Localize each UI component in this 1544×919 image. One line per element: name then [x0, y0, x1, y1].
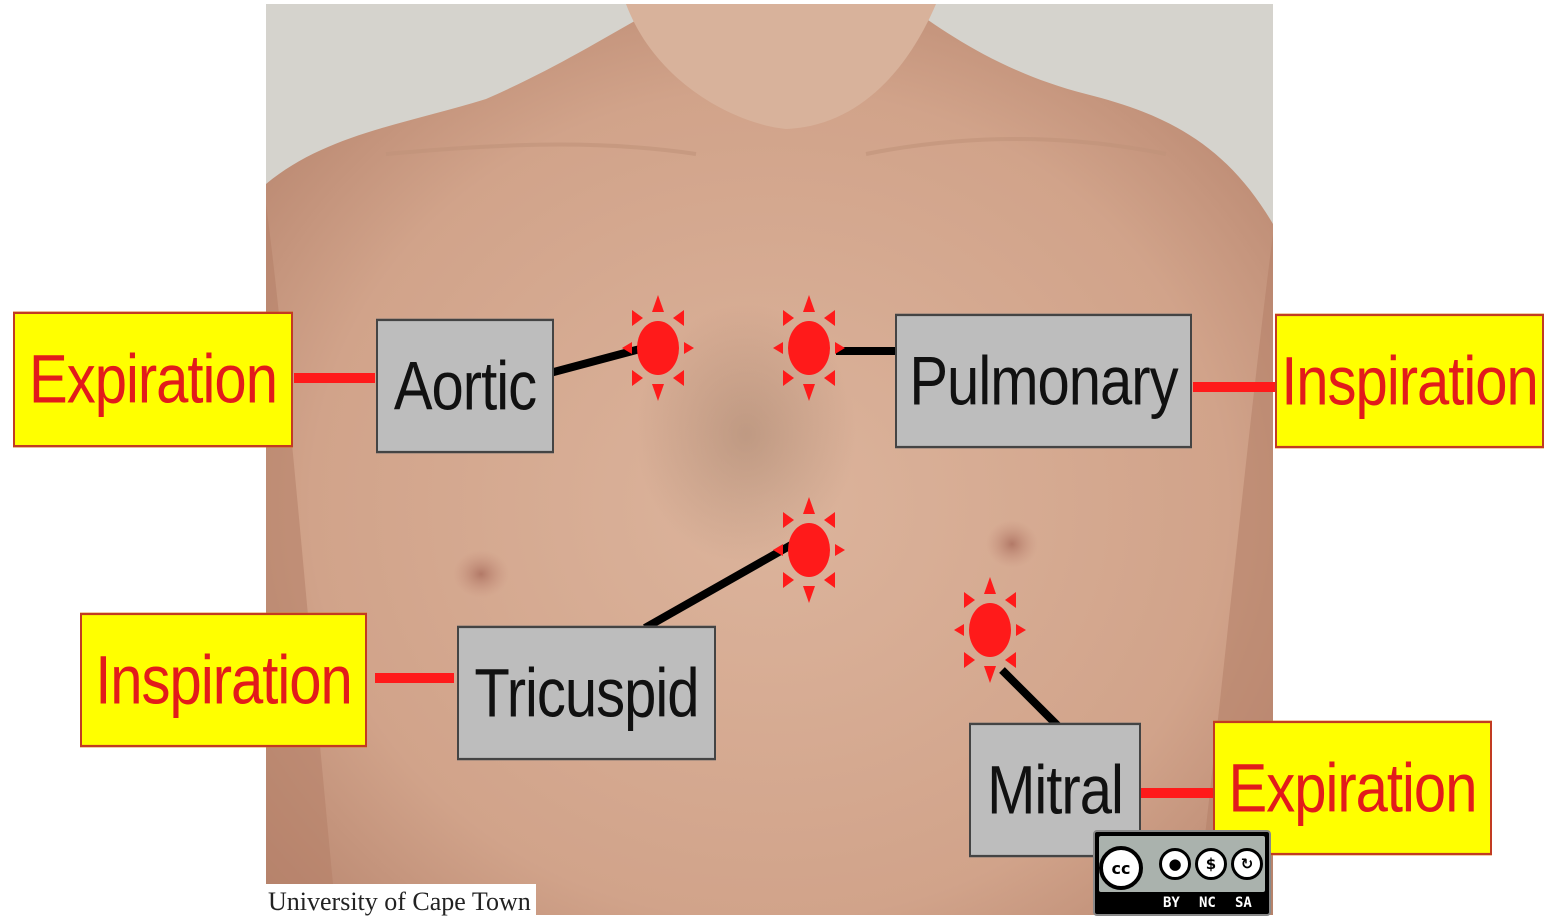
aortic-phase-box: Expiration — [13, 312, 293, 448]
share-alike-icon: ↻ — [1231, 848, 1263, 880]
cc-nc-label: NC — [1199, 895, 1216, 911]
cc-icon: cc — [1099, 846, 1143, 890]
tricuspid-label-text: Tricuspid — [474, 653, 698, 732]
aortic-phase-text: Expiration — [29, 340, 277, 419]
cc-icon-text: cc — [1112, 859, 1131, 878]
pulmonary-phase-box: Inspiration — [1275, 314, 1544, 449]
aortic-label-text: Aortic — [394, 346, 536, 425]
tricuspid-phase-box: Inspiration — [80, 613, 367, 748]
dollar-icon: $ — [1195, 848, 1227, 880]
cc-license-badge: cc ● $ ↻ BY NC SA — [1093, 830, 1271, 916]
mitral-label-text: Mitral — [987, 750, 1123, 829]
pulmonary-label-text: Pulmonary — [909, 341, 1177, 420]
source-caption-text: University of Cape Town — [268, 887, 531, 917]
source-caption: University of Cape Town — [266, 884, 536, 919]
person-icon: ● — [1159, 848, 1191, 880]
cc-by-label: BY — [1163, 895, 1180, 911]
tricuspid-label: Tricuspid — [457, 626, 716, 761]
pulmonary-phase-text: Inspiration — [1281, 341, 1538, 420]
mitral-phase-text: Expiration — [1229, 748, 1477, 827]
aortic-label: Aortic — [376, 319, 554, 454]
tricuspid-phase-text: Inspiration — [95, 640, 352, 719]
cc-sa-label: SA — [1235, 895, 1252, 911]
pulmonary-label: Pulmonary — [895, 314, 1192, 449]
